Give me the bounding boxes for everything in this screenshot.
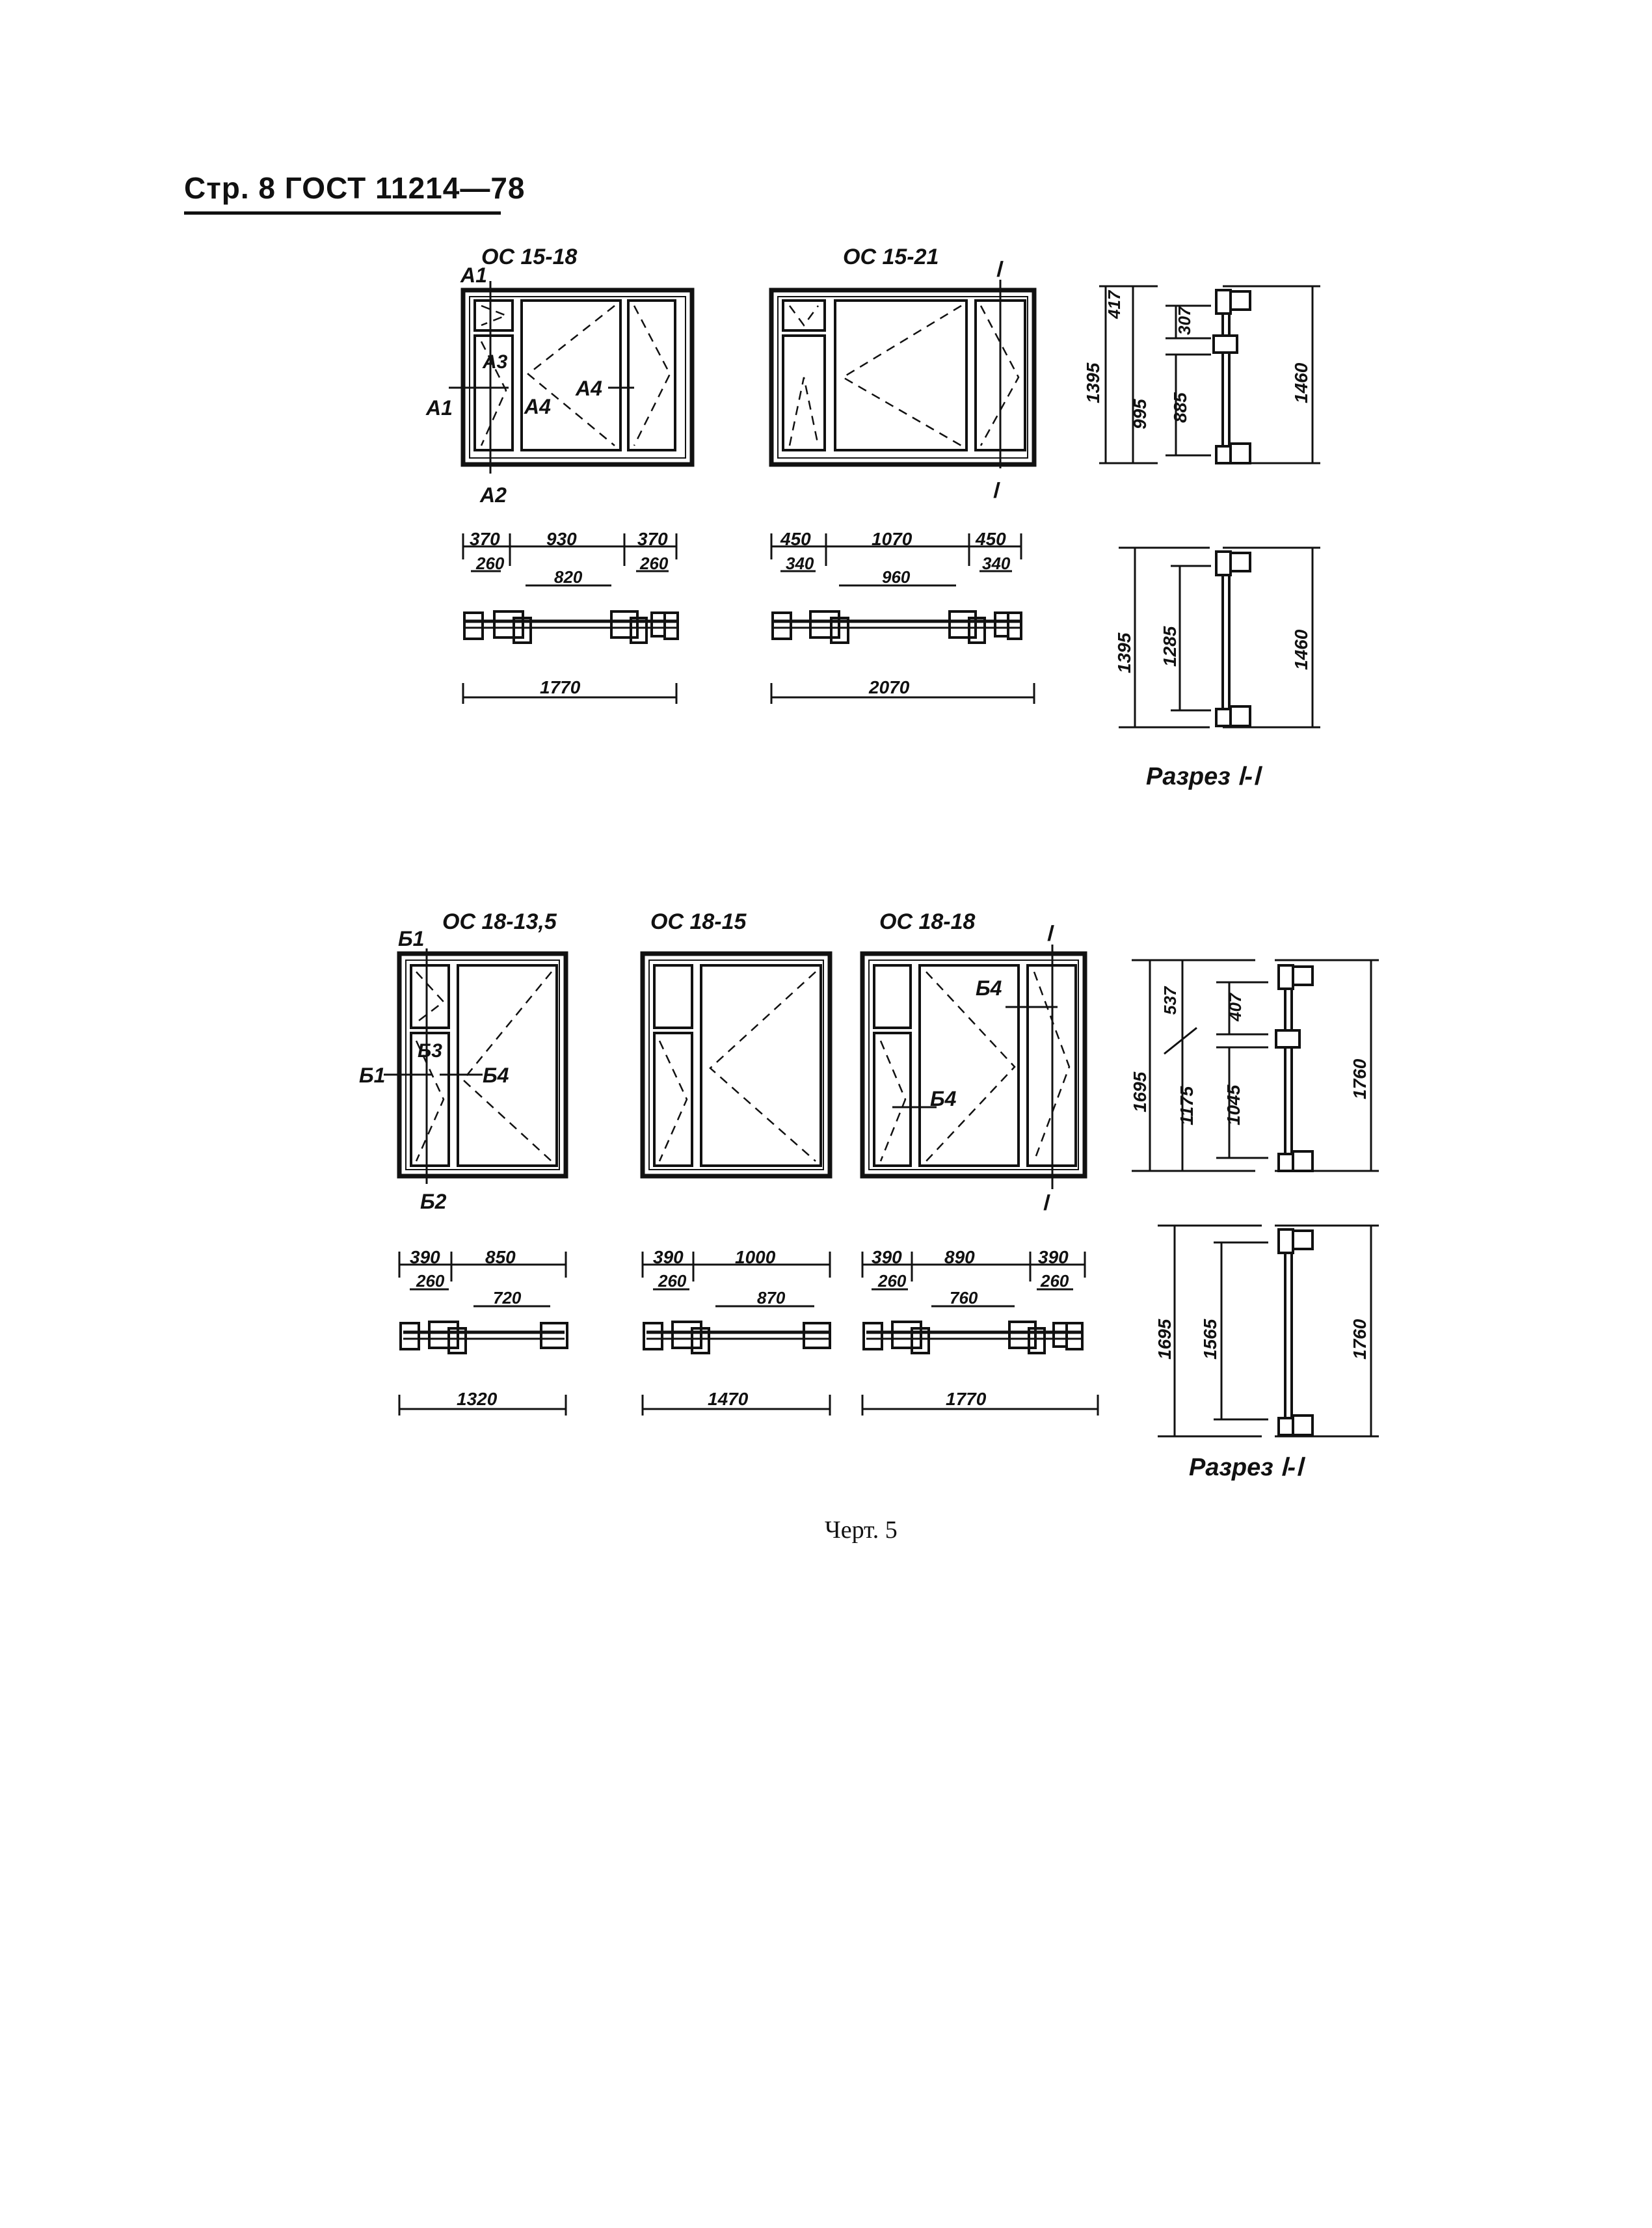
dim-307: 307 xyxy=(1175,306,1194,335)
window-oc-15-21: ОС 15-21 Ⅰ Ⅰ xyxy=(769,245,1037,502)
dim-885: 885 xyxy=(1170,392,1190,423)
dim-inner-2: 870 xyxy=(757,1288,786,1308)
mark-a1-left: А1 xyxy=(425,396,453,420)
mark-b4-top: Б4 xyxy=(976,976,1002,1000)
dim-1175: 1175 xyxy=(1177,1086,1197,1125)
dim-top-3: 450 xyxy=(975,529,1006,549)
dim-top-1: 390 xyxy=(410,1247,440,1267)
section-label-top: Разрез Ⅰ-Ⅰ xyxy=(1146,763,1263,790)
dim-1695: 1695 xyxy=(1154,1319,1175,1360)
mark-section-bottom: Ⅰ xyxy=(992,479,1000,502)
dim-top-2: 1000 xyxy=(735,1247,776,1267)
mark-a4-mid: А4 xyxy=(524,395,551,418)
dim-inner-3: 340 xyxy=(982,554,1011,573)
window-oc-18-15: ОС 18-15 xyxy=(640,909,833,1179)
section-top-b: 1395 1285 1460 xyxy=(1114,546,1320,729)
mark-b4: Б4 xyxy=(483,1064,509,1087)
dim-top-1: 390 xyxy=(872,1247,902,1267)
dim-total: 1770 xyxy=(946,1389,987,1409)
dim-inner-2: 820 xyxy=(554,567,583,587)
section-bottom-b: 1695 1565 1760 xyxy=(1154,1224,1379,1438)
dim-inner-3: 260 xyxy=(1040,1271,1069,1291)
mark-b1-left: Б1 xyxy=(359,1064,385,1087)
dim-top-2: 1070 xyxy=(872,529,913,549)
dim-537: 537 xyxy=(1160,986,1180,1015)
dim-inner-2: 960 xyxy=(882,567,911,587)
dim-1760: 1760 xyxy=(1350,1058,1370,1099)
title-oc-15-21: ОС 15-21 xyxy=(843,245,939,269)
section-top-a: 417 307 1395 995 885 1460 xyxy=(1083,285,1320,464)
dim-inner-2: 760 xyxy=(950,1288,978,1308)
dim-1460: 1460 xyxy=(1291,362,1311,403)
mark-b1-top: Б1 xyxy=(398,927,424,950)
mark-a1-top: А1 xyxy=(460,263,487,287)
window-oc-18-18: ОС 18-18 Б4 Б4 Ⅰ Ⅰ xyxy=(860,909,1087,1215)
plan-oc-15-18: 370 930 370 260 820 260 1770 xyxy=(462,529,679,704)
title-oc-18-13-5: ОС 18-13,5 xyxy=(442,909,557,934)
dim-1565: 1565 xyxy=(1200,1319,1220,1360)
page-header: Стр. 8 ГОСТ 11214—78 xyxy=(184,171,526,205)
dim-995: 995 xyxy=(1130,399,1150,429)
mark-section-top: Ⅰ xyxy=(1046,922,1054,945)
mark-section-bottom: Ⅰ xyxy=(1042,1191,1050,1215)
section-bottom-a: 537 407 1695 1175 1045 1760 xyxy=(1130,959,1379,1172)
section-label-bottom: Разрез Ⅰ-Ⅰ xyxy=(1189,1454,1306,1481)
mark-b3: Б3 xyxy=(418,1040,442,1062)
mark-b4-mid: Б4 xyxy=(930,1087,957,1110)
dim-total: 1320 xyxy=(457,1389,498,1409)
dim-inner-1: 260 xyxy=(877,1271,907,1291)
dim-1395: 1395 xyxy=(1083,362,1103,403)
dim-top-2: 850 xyxy=(485,1247,516,1267)
window-oc-18-13-5: ОС 18-13,5 Б1 Б1 Б2 Б3 Б4 xyxy=(359,909,568,1213)
header-underline xyxy=(184,211,501,215)
dim-total: 1770 xyxy=(540,677,581,697)
dim-inner-1: 340 xyxy=(786,554,814,573)
dim-407: 407 xyxy=(1225,992,1245,1022)
mark-a3: А3 xyxy=(482,351,508,373)
dim-inner-1: 260 xyxy=(475,554,505,573)
dim-inner-2: 720 xyxy=(493,1288,522,1308)
dim-top-1: 390 xyxy=(653,1247,684,1267)
dim-inner-1: 260 xyxy=(416,1271,445,1291)
dim-top-3: 370 xyxy=(637,529,668,549)
title-oc-18-18: ОС 18-18 xyxy=(879,909,975,934)
dim-1760: 1760 xyxy=(1350,1319,1370,1360)
plan-oc-18-18: 390 890 390 260 760 260 1770 xyxy=(861,1247,1099,1416)
dim-top-3: 390 xyxy=(1038,1247,1069,1267)
mark-a2: А2 xyxy=(479,483,507,507)
dim-1460: 1460 xyxy=(1291,629,1311,670)
dim-top-2: 890 xyxy=(944,1247,975,1267)
dim-1285: 1285 xyxy=(1160,626,1180,667)
plan-oc-18-15: 390 1000 260 870 1470 xyxy=(641,1247,831,1416)
dim-inner-1: 260 xyxy=(658,1271,687,1291)
title-oc-15-18: ОС 15-18 xyxy=(481,245,577,269)
plan-oc-15-21: 450 1070 450 340 960 340 2070 xyxy=(770,529,1035,704)
dim-top-1: 370 xyxy=(470,529,500,549)
dim-inner-3: 260 xyxy=(639,554,669,573)
dim-total: 2070 xyxy=(868,677,910,697)
window-oc-15-18: ОС 15-18 А1 А1 А2 А3 А4 А4 xyxy=(425,245,695,507)
dim-1045: 1045 xyxy=(1223,1084,1244,1125)
figure-caption: Черт. 5 xyxy=(825,1516,898,1544)
dim-1695: 1695 xyxy=(1130,1071,1150,1112)
dim-top-2: 930 xyxy=(546,529,577,549)
dim-417: 417 xyxy=(1104,289,1124,319)
mark-b2: Б2 xyxy=(420,1190,447,1213)
plan-oc-18-13-5: 390 850 260 720 1320 xyxy=(398,1247,568,1416)
dim-1395: 1395 xyxy=(1114,632,1134,673)
dim-total: 1470 xyxy=(708,1389,749,1409)
title-oc-18-15: ОС 18-15 xyxy=(650,909,747,934)
mark-a4-right: А4 xyxy=(575,377,602,400)
mark-section-top: Ⅰ xyxy=(995,258,1004,281)
dim-top-1: 450 xyxy=(780,529,811,549)
